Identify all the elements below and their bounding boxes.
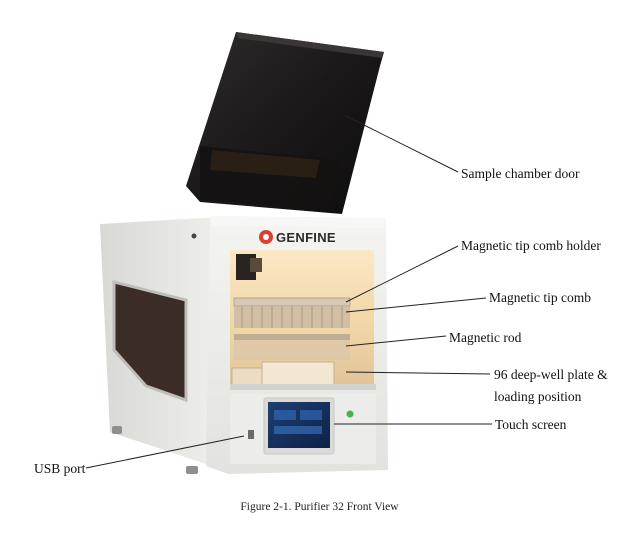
label-deep-well-line2: loading position <box>494 389 582 404</box>
label-usb-port: USB port <box>34 461 86 476</box>
usb-port-socket <box>248 430 254 439</box>
brand-name: GENFINE <box>276 230 336 245</box>
body-side-panel <box>100 216 236 474</box>
power-indicator <box>346 410 354 418</box>
genfine-logo: GENFINE <box>259 230 336 245</box>
label-tip-comb: Magnetic tip comb <box>489 290 591 305</box>
label-deep-well-line1: 96 deep-well plate & <box>494 367 608 382</box>
figure-caption: Figure 2-1. Purifier 32 Front View <box>240 501 399 513</box>
sample-chamber <box>230 250 376 390</box>
sample-chamber-door <box>186 32 384 214</box>
label-magnetic-rod: Magnetic rod <box>449 330 522 345</box>
touch-screen-display <box>268 402 330 448</box>
label-touch-screen: Touch screen <box>495 417 567 432</box>
feet <box>112 426 198 474</box>
label-sample-chamber-door: Sample chamber door <box>461 166 580 181</box>
leader-lines <box>85 115 492 469</box>
label-tip-comb-holder: Magnetic tip comb holder <box>461 238 601 253</box>
